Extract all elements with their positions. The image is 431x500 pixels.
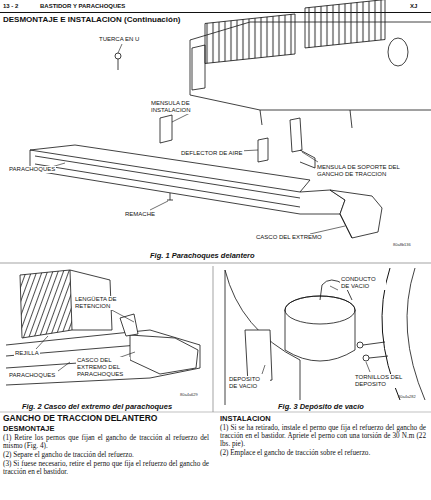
brackets [115, 53, 315, 200]
sub-heading: DESMONTAJE [3, 424, 209, 434]
paragraph: (1) Retire los pernos que fijan el ganch… [3, 434, 209, 450]
figure-caption: Fig. 1 Parachoques delantero [150, 251, 255, 260]
part-label: DEFLECTOR DE AIRE [180, 150, 244, 157]
paragraph: (2) Separe el gancho de tracción del ref… [3, 451, 209, 459]
paragraph: (3) Si fuese necesario, retire el perno … [3, 460, 209, 476]
figure-id: 80a4a629 [180, 392, 198, 397]
part-label: TORNILLOS DEL DEPOSITO [354, 374, 414, 388]
part-label: MENSULA DE SOPORTE DEL GANCHO DE TRACCIO… [316, 164, 410, 178]
sub-heading: INSTALACION [220, 414, 426, 424]
figure-caption: Fig. 2 Casco del extremo del parachoques [22, 402, 172, 411]
model-code: XJ [410, 3, 417, 10]
part-label: LENGÜETA DE RETENCION [74, 296, 120, 310]
part-label: CASCO DEL EXTREMO [255, 234, 323, 241]
figure-id: 80a4a282 [398, 394, 416, 399]
part-label: CASCO DEL EXTREMO DEL PARACHOQUES [76, 357, 130, 378]
part-label: CONDUCTO DE VACIO [340, 276, 386, 290]
part-label: TUERCA EN U [98, 36, 140, 43]
part-label: REJILLA [14, 350, 40, 357]
text-column: GANCHO DE TRACCION DELANTERODESMONTAJE(1… [3, 414, 209, 477]
text-column: INSTALACION(1) Si se ha retirado, instal… [220, 414, 426, 458]
fig3-reservoir [225, 268, 425, 405]
figure-caption: Fig. 3 Depósito de vacío [278, 402, 364, 411]
section-header: BASTIDOR Y PARACHOQUES [40, 3, 125, 10]
leader-lines [48, 44, 345, 234]
part-label: DEPOSITO DE VACIO [228, 376, 270, 390]
section-heading: GANCHO DE TRACCION DELANTERO [3, 414, 209, 424]
vehicle-front [190, 0, 431, 128]
part-label: MENSULA DE INSTALACION [150, 100, 208, 114]
bumper [30, 145, 345, 214]
part-label: PARACHOQUES [8, 166, 56, 173]
leader-lines [262, 286, 370, 374]
paragraph: (1) Si se ha retirado, instale el perno … [220, 424, 426, 449]
paragraph: (2) Emplace el gancho de tracción sobre … [220, 449, 426, 457]
fig2-corner [6, 270, 200, 385]
part-label: PARACHOQUES [8, 372, 56, 379]
page-number: 13 - 2 [3, 3, 18, 10]
section-title: DESMONTAJE E INSTALACION (Continuación) [3, 15, 180, 24]
part-label: REMACHE [124, 211, 156, 218]
figure-id: 80a8b136 [393, 242, 411, 247]
end-cap [330, 190, 382, 238]
